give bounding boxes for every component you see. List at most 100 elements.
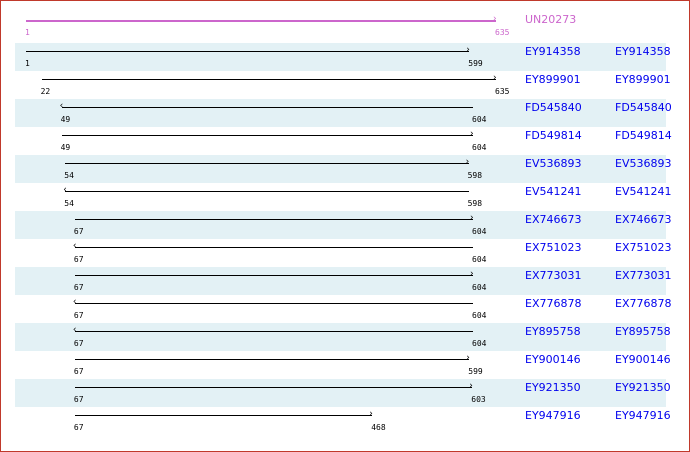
hit-bar (74, 359, 470, 360)
start-position: 67 (73, 339, 84, 348)
hit-bar (61, 135, 473, 136)
hit-name-link[interactable]: EY947916 (525, 409, 581, 422)
hit-name-link[interactable]: EV536893 (525, 157, 582, 170)
query-name: UN20273 (525, 13, 577, 26)
hit-row: › 67 599 EY900146 EY900146 (15, 351, 671, 379)
hit-bar (26, 51, 470, 52)
start-position: 67 (73, 367, 84, 376)
hit-accession-link[interactable]: EX776878 (615, 297, 672, 310)
hit-accession-link[interactable]: EY895758 (615, 325, 671, 338)
hit-accession-link[interactable]: FD549814 (615, 129, 672, 142)
arrow-right-icon: › (469, 381, 473, 391)
arrow-right-icon: › (493, 73, 497, 83)
arrow-left-icon: ‹ (72, 325, 77, 335)
start-position: 49 (60, 143, 71, 152)
hit-row: › 67 468 EY947916 EY947916 (15, 407, 671, 435)
start-position: 54 (64, 199, 74, 208)
start-position: 22 (40, 87, 51, 96)
hit-name-link[interactable]: EY900146 (525, 353, 581, 366)
hit-row: ‹ 54 598 EV541241 EV541241 (15, 183, 671, 211)
hit-bar (61, 107, 473, 108)
end-position: 598 (467, 171, 483, 180)
hit-accession-link[interactable]: EY947916 (615, 409, 671, 422)
start-position: 67 (73, 311, 84, 320)
hit-accession-link[interactable]: EY899901 (615, 73, 671, 86)
hit-accession-link[interactable]: FD545840 (615, 101, 672, 114)
start-position: 67 (73, 227, 84, 236)
start-position: 1 (25, 59, 30, 68)
hit-row: › 54 598 EV536893 EV536893 (15, 155, 671, 183)
end-position: 599 (468, 59, 483, 68)
arrow-right-icon: › (470, 129, 474, 139)
hit-bar (74, 387, 473, 388)
hit-row: › 67 604 EX773031 EX773031 (15, 267, 671, 295)
hit-row: ‹ 67 604 EX776878 EX776878 (15, 295, 672, 323)
hit-bar (74, 219, 473, 220)
hit-row: ‹ 67 604 EY895758 EY895758 (15, 323, 671, 351)
end-position: 604 (472, 339, 487, 348)
hit-name-link[interactable]: EV541241 (525, 185, 582, 198)
hit-name-link[interactable]: FD549814 (525, 129, 582, 142)
hit-accession-link[interactable]: EV536893 (615, 157, 672, 170)
end-position: 604 (472, 311, 487, 320)
hit-bar (65, 163, 469, 164)
arrow-right-icon: › (470, 213, 474, 223)
hit-bar (74, 303, 473, 304)
end-position: 604 (472, 255, 487, 264)
hit-bar (74, 275, 473, 276)
hit-bar (65, 191, 469, 192)
end-position: 603 (471, 395, 486, 404)
hit-name-link[interactable]: EX773031 (525, 269, 582, 282)
start-position: 67 (73, 423, 84, 432)
hit-name-link[interactable]: EX751023 (525, 241, 582, 254)
start-position: 67 (73, 255, 84, 264)
end-position: 599 (468, 367, 483, 376)
end-position: 635 (495, 87, 510, 96)
hit-accession-link[interactable]: EX746673 (615, 213, 672, 226)
hit-accession-link[interactable]: EX773031 (615, 269, 672, 282)
start-position: 1 (25, 28, 30, 37)
start-position: 54 (64, 171, 74, 180)
hit-name-link[interactable]: EY914358 (525, 45, 581, 58)
query-row: › 1 635 UN20273 (15, 13, 666, 43)
start-position: 67 (73, 395, 84, 404)
arrow-left-icon: ‹ (72, 241, 77, 251)
arrow-right-icon: › (369, 409, 373, 419)
arrow-left-icon: ‹ (72, 297, 77, 307)
arrow-right-icon: › (493, 14, 497, 24)
end-position: 604 (472, 227, 487, 236)
end-position: 468 (371, 423, 386, 432)
arrow-right-icon: › (466, 353, 470, 363)
hit-bar (41, 79, 496, 80)
hit-row: ‹ 67 604 EX751023 EX751023 (15, 239, 672, 267)
arrow-right-icon: › (470, 269, 474, 279)
hit-bar (74, 247, 473, 248)
hit-accession-link[interactable]: EV541241 (615, 185, 672, 198)
hit-accession-link[interactable]: EY914358 (615, 45, 671, 58)
hit-bar (74, 415, 373, 416)
hit-accession-link[interactable]: EY921350 (615, 381, 671, 394)
hit-name-link[interactable]: FD545840 (525, 101, 582, 114)
hit-name-link[interactable]: EX776878 (525, 297, 582, 310)
hit-name-link[interactable]: EY895758 (525, 325, 581, 338)
hit-row: › 67 603 EY921350 EY921350 (15, 379, 671, 407)
query-bar (26, 20, 496, 22)
start-position: 67 (73, 283, 84, 292)
end-position: 604 (472, 283, 487, 292)
hit-name-link[interactable]: EY899901 (525, 73, 581, 86)
arrow-right-icon: › (465, 157, 470, 167)
end-position: 604 (472, 115, 487, 124)
hit-accession-link[interactable]: EY900146 (615, 353, 671, 366)
end-position: 635 (495, 28, 510, 37)
hit-name-link[interactable]: EY921350 (525, 381, 581, 394)
hit-name-link[interactable]: EX746673 (525, 213, 582, 226)
end-position: 598 (467, 199, 483, 208)
hit-accession-link[interactable]: EX751023 (615, 241, 672, 254)
hit-row: › 22 635 EY899901 EY899901 (15, 71, 671, 99)
arrow-left-icon: ‹ (63, 185, 67, 195)
hit-bar (74, 331, 473, 332)
